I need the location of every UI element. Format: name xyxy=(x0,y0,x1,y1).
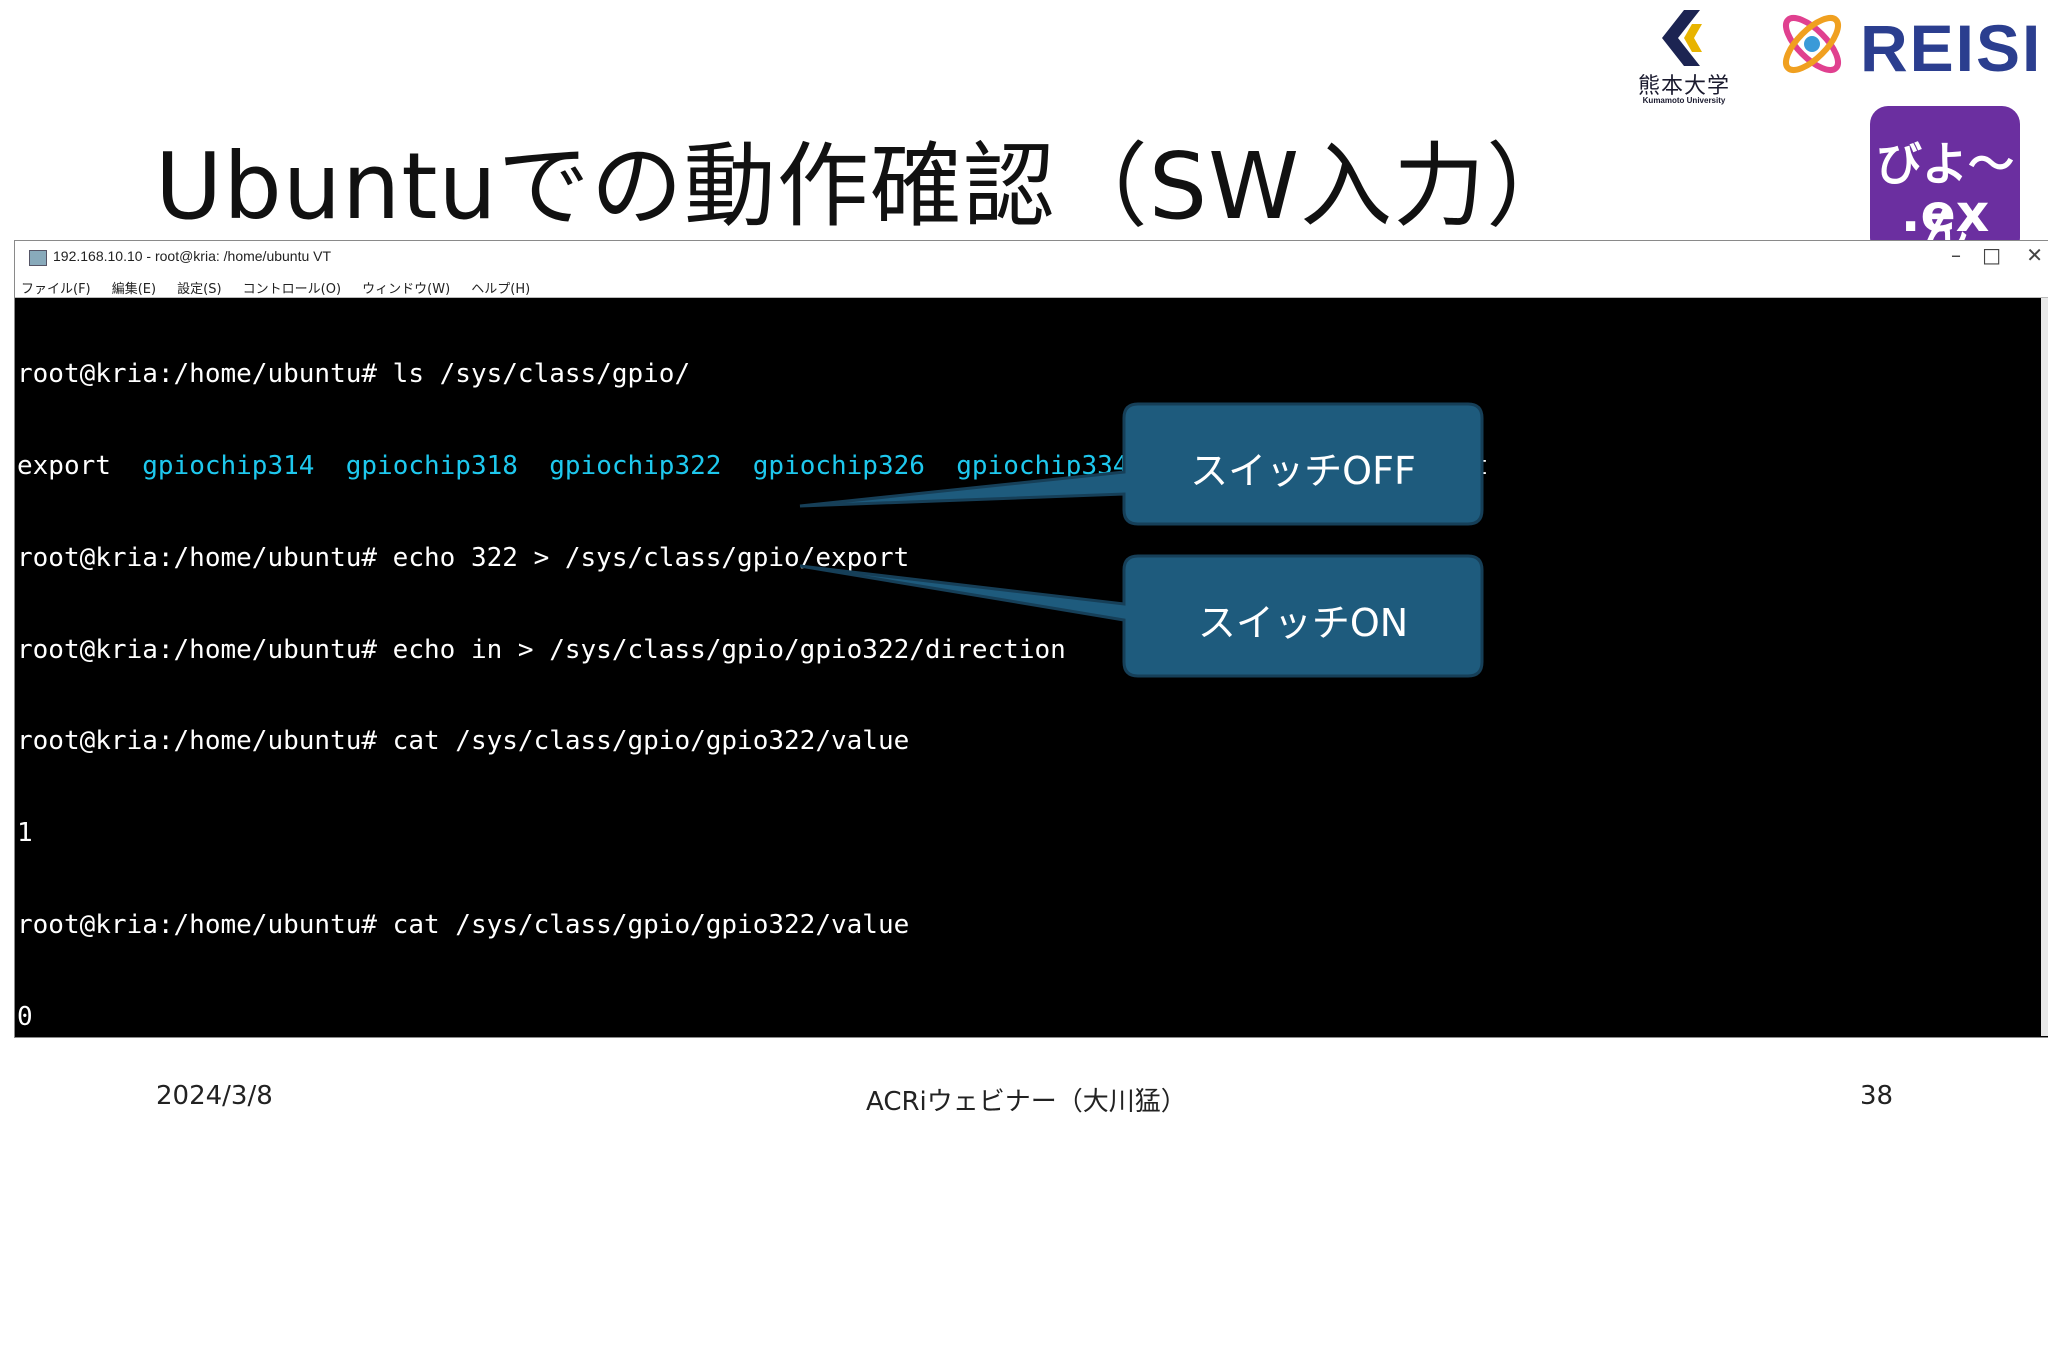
callout-switch-on: スイッチON xyxy=(1197,601,1409,645)
slide-title: Ubuntuでの動作確認（SW入力） xyxy=(155,133,1580,240)
terminal-window: 192.168.10.10 - root@kria: /home/ubuntu … xyxy=(14,240,2048,1307)
terminal-output-line: 0 xyxy=(17,1001,33,1032)
prompt: root@kria:/home/ubuntu# xyxy=(17,634,378,665)
command: ls /sys/class/gpio/ xyxy=(377,359,691,390)
ls-entry-dir: gpiochip314 xyxy=(142,450,315,481)
menu-window[interactable]: ウィンドウ(W) xyxy=(362,282,451,297)
command: echo 322 > /sys/class/gpio/export xyxy=(377,542,910,573)
terminal-output-line: 1 xyxy=(17,818,33,849)
ls-entry-dir: gpiochip334 xyxy=(956,450,1129,481)
terminal-line: root@kria:/home/ubuntu# echo 322 > /sys/… xyxy=(15,543,2048,574)
prompt: root@kria:/home/ubuntu# xyxy=(17,1277,378,1307)
ls-entry-dir: gpiochip322 xyxy=(549,450,722,481)
kumamoto-k-icon xyxy=(1662,10,1702,66)
command: echo in > /sys/class/gpio/gpio322/direct… xyxy=(377,634,1066,665)
prompt: root@kria:/home/ubuntu# xyxy=(17,1093,378,1124)
callout-switch-off: スイッチOFF xyxy=(1190,449,1416,493)
terminal-output-line: 1 xyxy=(17,1185,33,1216)
window-titlebar[interactable]: 192.168.10.10 - root@kria: /home/ubuntu … xyxy=(15,241,2048,276)
ls-entry-dir: gpiochip326 xyxy=(752,450,925,481)
command: cat /sys/class/gpio/gpio322/value xyxy=(377,726,910,757)
menu-file[interactable]: ファイル(F) xyxy=(21,282,91,297)
maximize-icon[interactable]: □ xyxy=(1982,243,2001,267)
ls-entry-dir: gpiochip318 xyxy=(345,450,518,481)
byon-logo-line1: びよ〜ん xyxy=(1876,137,2014,257)
reisi-logo: REISI xyxy=(1768,4,2040,85)
footer-date: 2024/3/8 xyxy=(156,1081,273,1111)
terminal-line: root@kria:/home/ubuntu# cat /sys/class/g… xyxy=(15,1093,2048,1124)
reisi-wordmark: REISI xyxy=(1860,11,2043,85)
byon-logo-line2: .ex xyxy=(1900,184,1990,244)
menu-control[interactable]: コントロール(O) xyxy=(242,282,342,297)
terminal-line: export gpiochip314 gpiochip318 gpiochip3… xyxy=(15,451,2048,482)
terminal-line: root@kria:/home/ubuntu# cat /sys/class/g… xyxy=(15,726,2048,757)
window-title: 192.168.10.10 - root@kria: /home/ubuntu … xyxy=(53,248,332,264)
terminal-line: root@kria:/home/ubuntu# ls /sys/class/gp… xyxy=(15,359,2048,390)
menu-edit[interactable]: 編集(E) xyxy=(111,282,157,297)
terminal-app-icon xyxy=(29,250,47,266)
terminal-output[interactable]: root@kria:/home/ubuntu# ls /sys/class/gp… xyxy=(15,298,2048,1307)
prompt: root@kria:/home/ubuntu# xyxy=(17,726,378,757)
menu-help[interactable]: ヘルプ(H) xyxy=(471,282,531,297)
kumamoto-name: 熊本大学 xyxy=(1637,74,1730,99)
footer-presenter: ACRiウェビナー（大川猛） xyxy=(866,1087,1187,1117)
byon-ex-logo: びよ〜ん .ex xyxy=(1870,106,2020,257)
terminal-line: root@kria:/home/ubuntu# cat /sys/class/g… xyxy=(15,910,2048,941)
prompt: root@kria:/home/ubuntu# xyxy=(17,909,378,940)
terminal-line: root@kria:/home/ubuntu# xyxy=(15,1277,2048,1308)
command: cat /sys/class/gpio/gpio322/value xyxy=(377,909,910,940)
ls-entry: export xyxy=(17,450,111,481)
kumamoto-university-logo: 熊本大学 Kumamoto University xyxy=(1634,10,1734,110)
page-number: 38 xyxy=(1860,1081,1894,1111)
vertical-scrollbar[interactable] xyxy=(2041,298,2048,1036)
close-icon[interactable]: ✕ xyxy=(2026,243,2043,267)
terminal-line: root@kria:/home/ubuntu# echo in > /sys/c… xyxy=(15,635,2048,666)
terminal-cursor xyxy=(381,1278,396,1304)
window-menubar: ファイル(F) 編集(E) 設定(S) コントロール(O) ウィンドウ(W) ヘ… xyxy=(15,275,2048,298)
menu-settings[interactable]: 設定(S) xyxy=(177,282,222,297)
prompt: root@kria:/home/ubuntu# xyxy=(17,542,378,573)
prompt: root@kria:/home/ubuntu# xyxy=(17,359,378,390)
atom-icon xyxy=(1783,14,1841,73)
kumamoto-subname: Kumamoto University xyxy=(1642,96,1726,105)
command: cat /sys/class/gpio/gpio322/value xyxy=(377,1093,910,1124)
minimize-icon[interactable]: – xyxy=(1951,243,1961,267)
